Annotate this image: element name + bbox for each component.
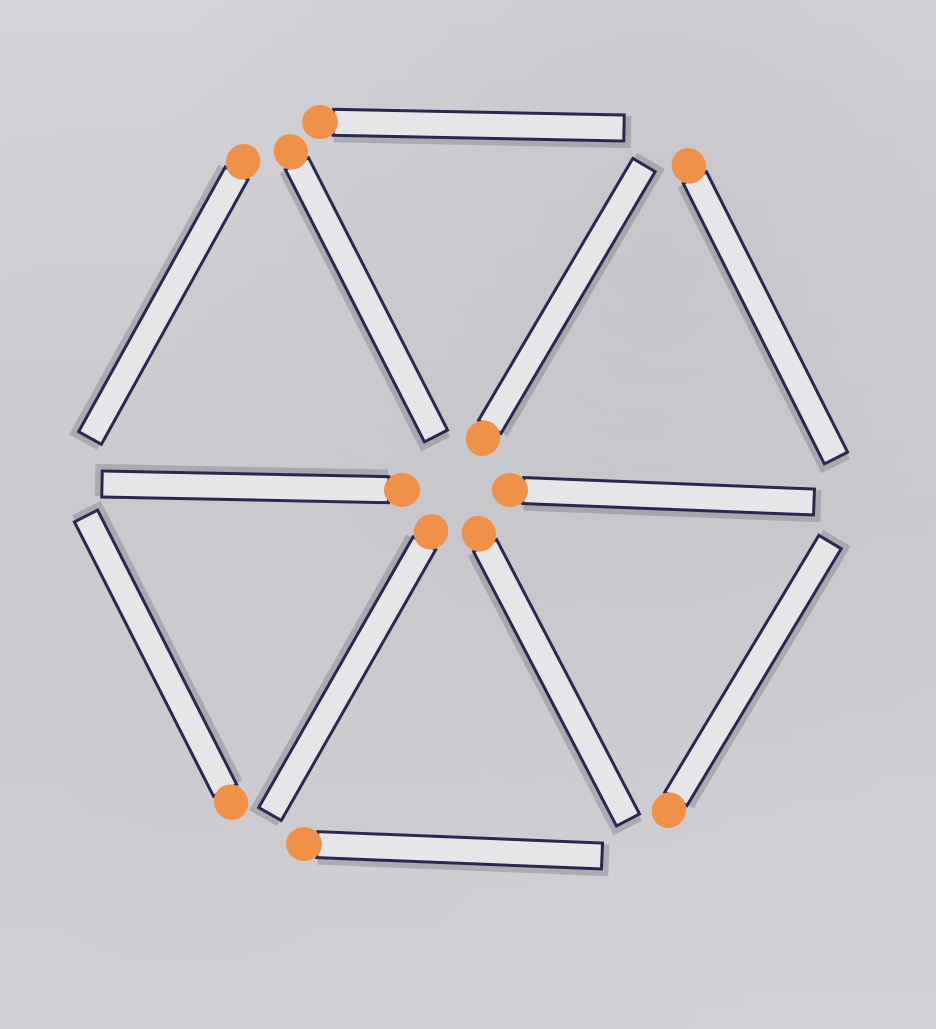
matchstick-upper-inner-right	[459, 153, 660, 462]
matchstick-body	[285, 158, 447, 442]
matchstick-lower-inner-left	[253, 508, 454, 826]
matchstick-body	[665, 535, 841, 805]
matchstick-upper-inner-left	[268, 128, 453, 447]
matchstick-middle-left	[98, 467, 421, 507]
matchstick-body	[74, 510, 236, 796]
matchstick-body	[102, 471, 389, 503]
matchstick-body	[474, 540, 640, 826]
matchstick-upper-left-outer	[73, 138, 266, 450]
matchstick-top	[302, 105, 629, 145]
matchstick-lower-inner-right	[456, 510, 645, 831]
matchstick-upper-right-outer	[666, 142, 853, 469]
matchstick-body	[683, 172, 847, 464]
matchstick-lower-right-outer	[645, 530, 846, 835]
matchstick-body	[259, 537, 436, 821]
matchstick-body	[79, 167, 248, 444]
matchstick-middle-right	[491, 472, 818, 519]
matchstick-lower-left-outer	[69, 505, 254, 826]
matchstick-body	[479, 158, 656, 433]
matchstick-bottom	[285, 826, 606, 873]
matchstick-body	[333, 109, 624, 141]
